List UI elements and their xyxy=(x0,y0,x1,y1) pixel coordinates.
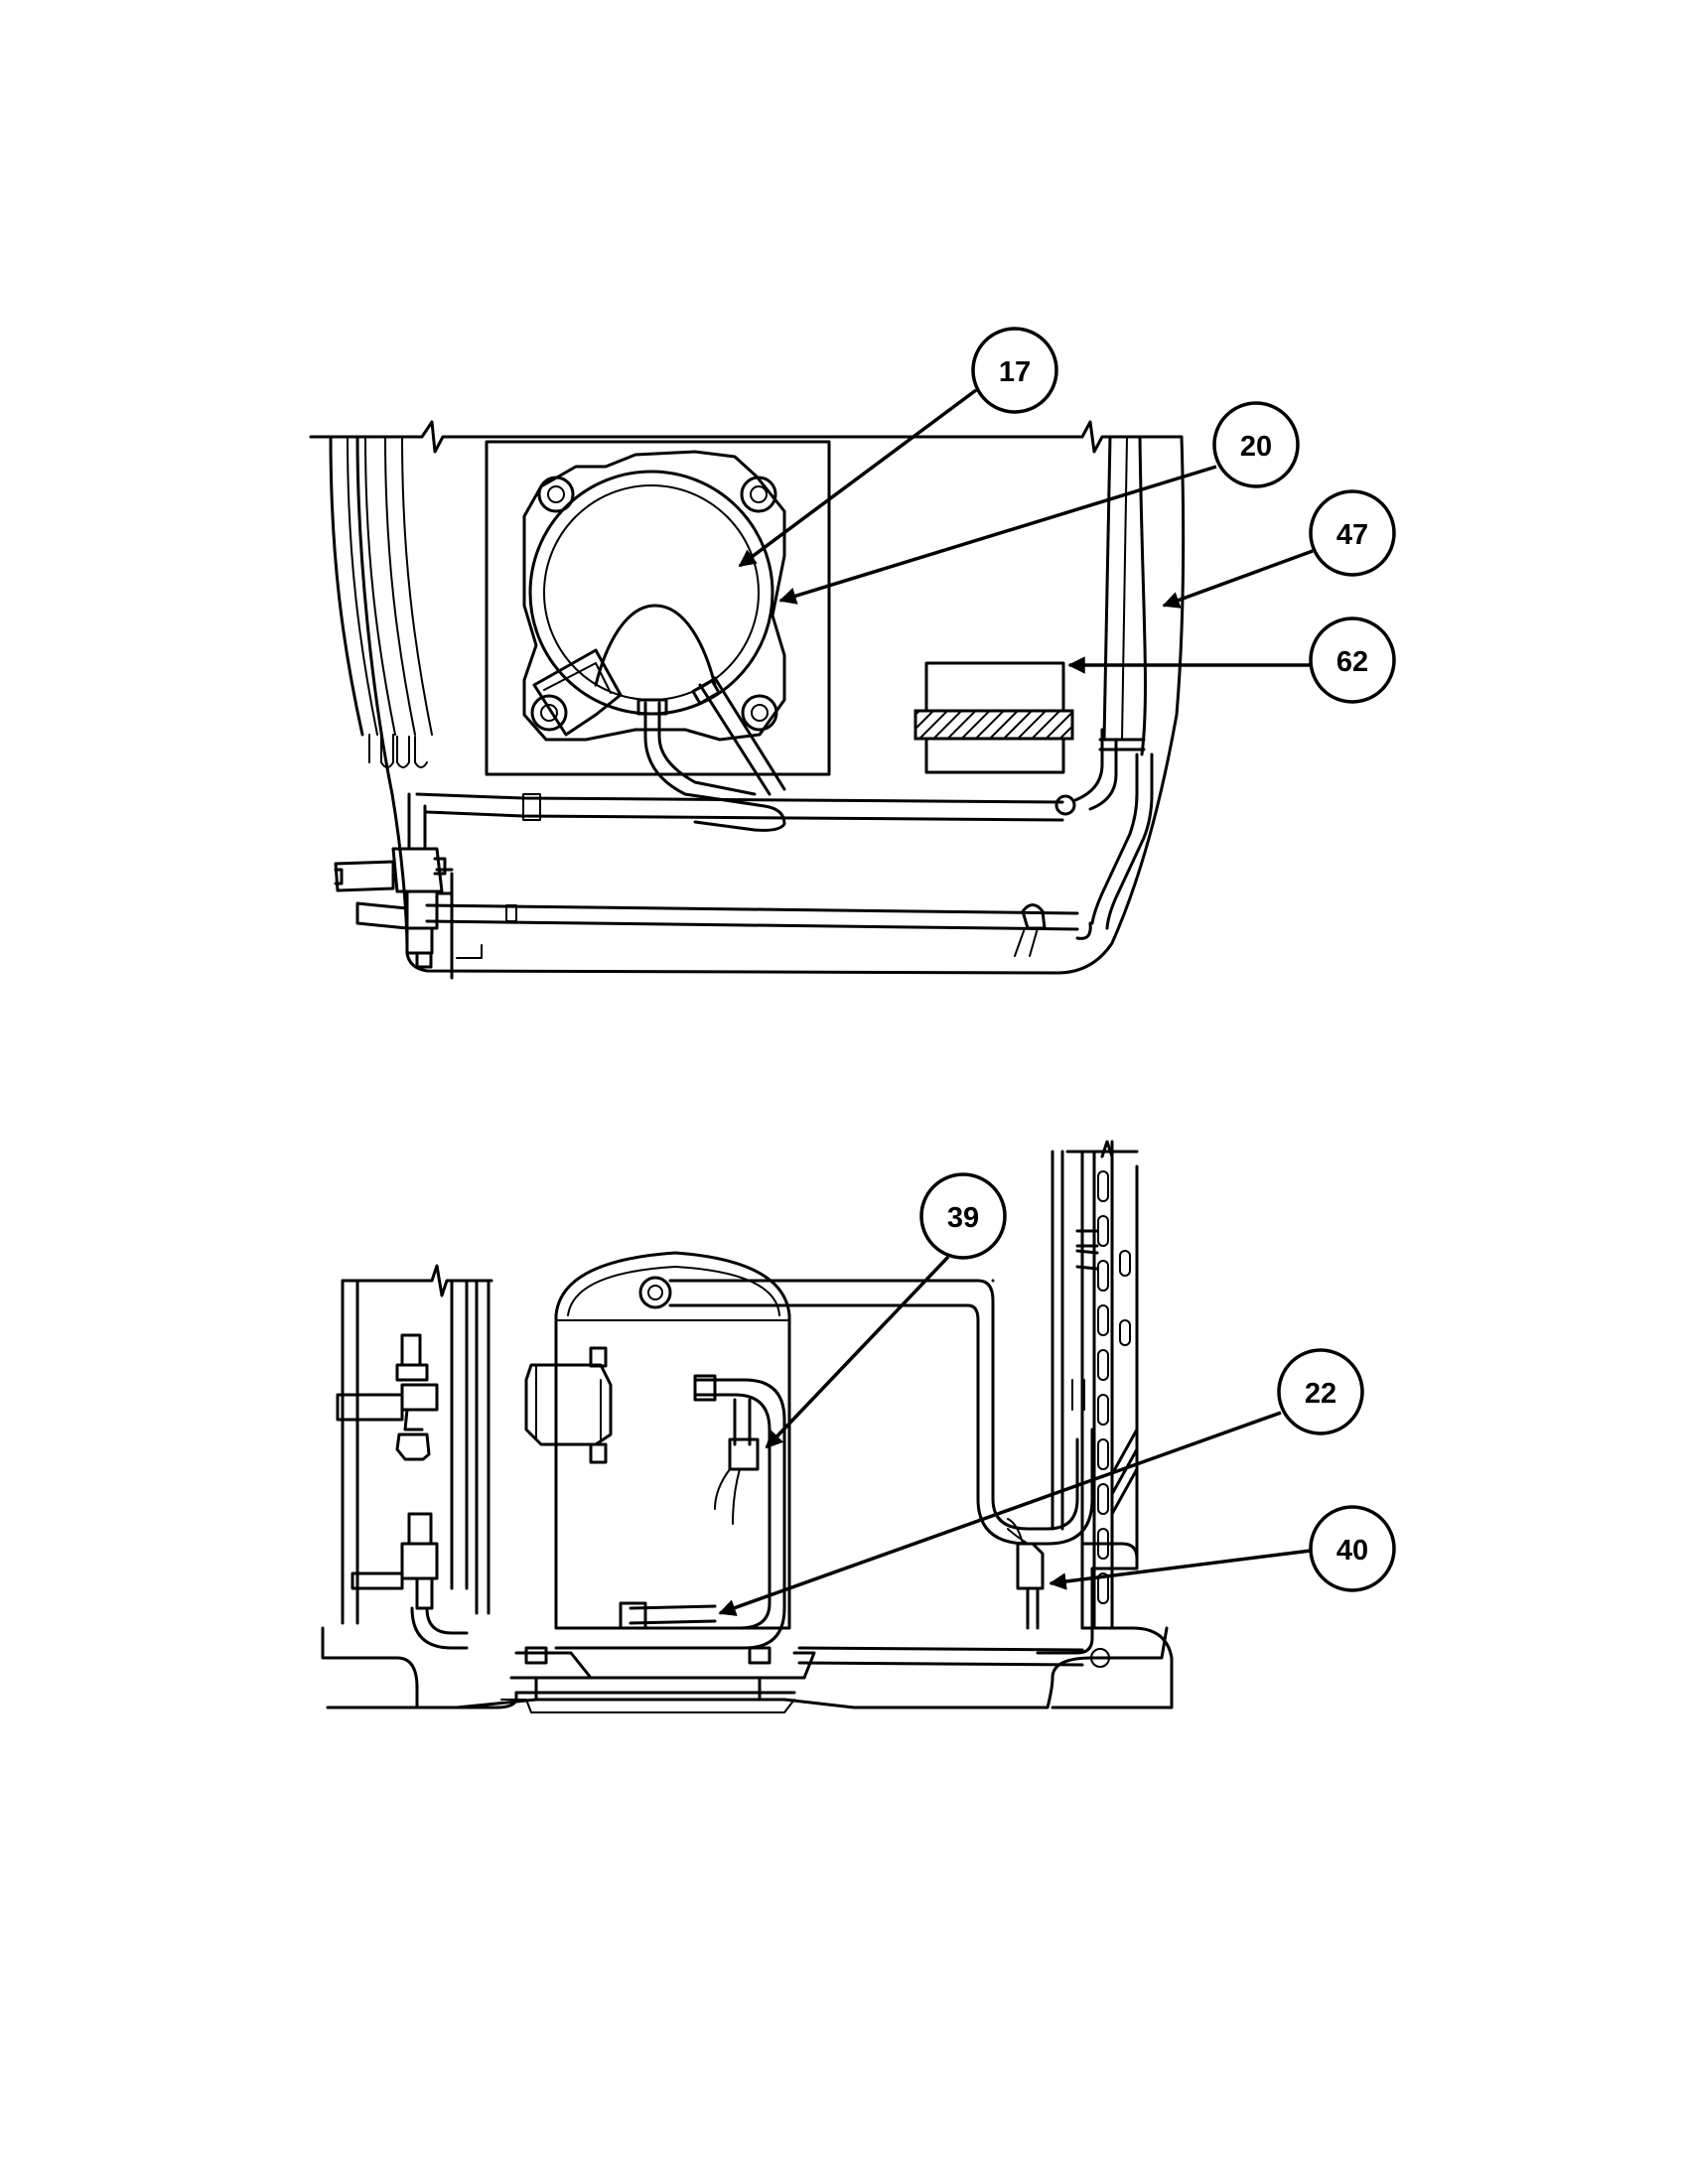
callout-39-label: 39 xyxy=(947,1202,979,1234)
callout-62: 62 xyxy=(1309,616,1396,704)
callout-40-label: 40 xyxy=(1336,1535,1368,1567)
top-break-line xyxy=(309,420,1184,454)
callout-39: 39 xyxy=(919,1172,1007,1260)
top-refrigerant-tubing xyxy=(415,435,1154,957)
grommet-top-right xyxy=(740,476,777,513)
callout-40: 40 xyxy=(1309,1505,1396,1592)
terminal-box xyxy=(532,648,623,737)
service-valves-top xyxy=(334,792,483,980)
callout-47: 47 xyxy=(1309,489,1396,577)
callout-62-label: 62 xyxy=(1336,646,1368,678)
callout-17-label: 17 xyxy=(999,356,1031,388)
callout-47-label: 47 xyxy=(1336,519,1368,551)
top-view-assembly xyxy=(309,420,1186,980)
left-coil-tubes xyxy=(329,435,433,768)
side-view-assembly xyxy=(321,1140,1174,1713)
callout-20-label: 20 xyxy=(1240,431,1272,463)
side-callouts: 39 22 40 xyxy=(718,1172,1396,1616)
base-pan-outline xyxy=(355,435,1186,975)
compressor-side-view xyxy=(509,1251,1094,1700)
compressor-mount-flange xyxy=(522,450,786,742)
top-callouts: 17 20 47 62 xyxy=(738,327,1396,704)
callout-17: 17 xyxy=(971,327,1058,414)
coil-fin-slots xyxy=(1097,1170,1131,1604)
grommet-bottom-right xyxy=(741,694,778,732)
compressor-dome-contour xyxy=(594,604,717,687)
left-side-panel xyxy=(341,1264,493,1625)
compressor-top-view xyxy=(522,450,786,742)
terminal-cover xyxy=(524,1346,613,1464)
right-line-fittings xyxy=(1007,1518,1139,1655)
service-valves-side xyxy=(336,1333,469,1650)
grommet-bottom-left xyxy=(530,694,568,732)
side-base-pan xyxy=(321,1626,518,1709)
hatched-band xyxy=(913,709,1074,741)
grommet-top-left xyxy=(537,476,575,513)
callout-20: 20 xyxy=(1212,401,1300,488)
tube-end-fitting xyxy=(1054,794,1076,816)
compressor-inner-shell xyxy=(543,484,760,701)
component-62 xyxy=(913,661,1074,774)
right-coil-tube xyxy=(1102,435,1112,742)
right-coil-panel xyxy=(1051,1140,1174,1709)
callout-22-label: 22 xyxy=(1305,1378,1336,1410)
callout-22: 22 xyxy=(1277,1348,1364,1435)
